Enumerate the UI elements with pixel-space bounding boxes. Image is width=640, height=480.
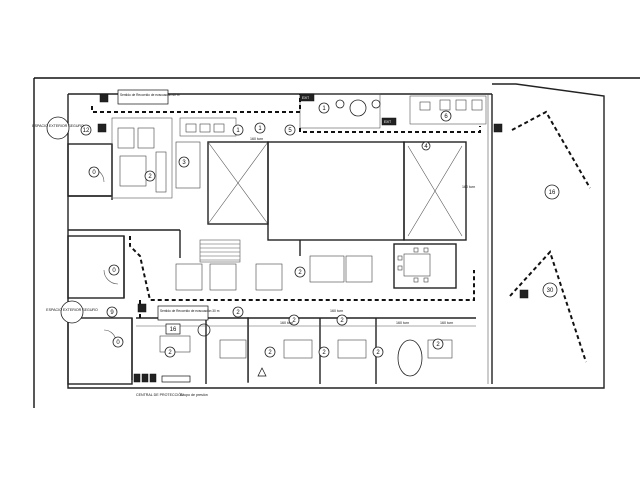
svg-text:16: 16	[170, 327, 177, 333]
svg-text:2: 2	[376, 350, 380, 356]
zone-marker-1a: 1	[232, 124, 244, 136]
zone-marker-2d: 2	[288, 314, 300, 326]
zone-marker-2j: 2	[164, 346, 176, 358]
central-core	[179, 141, 467, 263]
svg-text:160 turn: 160 turn	[280, 321, 293, 325]
zone-marker-4: 4	[421, 141, 431, 151]
zone-marker-2a: 2	[144, 170, 156, 182]
svg-text:1: 1	[258, 126, 262, 132]
route-lower	[129, 236, 475, 301]
svg-text:0: 0	[116, 340, 120, 346]
svg-text:6: 6	[444, 114, 448, 120]
route-top-right	[299, 126, 481, 133]
exit-signs: EXIT EXIT	[97, 93, 529, 313]
zone-marker-16: 16	[165, 323, 181, 335]
svg-text:160 turn: 160 turn	[250, 137, 263, 141]
legend-note: CENTRAL DE PROTECCIÓN	[136, 392, 184, 397]
zone-marker-30b: 30	[542, 282, 558, 298]
zone-marker-1b: 1	[254, 122, 266, 134]
zone-marker-2i: 2	[432, 338, 444, 350]
route-notes: Sentido de Recorrido de evacuación 40 m …	[117, 89, 220, 321]
svg-text:1: 1	[322, 106, 326, 112]
svg-text:2: 2	[436, 342, 440, 348]
svg-text:160 turn: 160 turn	[396, 321, 409, 325]
svg-text:2: 2	[292, 318, 296, 324]
svg-text:2: 2	[298, 270, 302, 276]
zone-marker-6: 6	[440, 110, 452, 122]
zone-marker-0c: 0	[112, 336, 124, 348]
svg-text:3: 3	[182, 160, 186, 166]
zone-marker-2g: 2	[318, 346, 330, 358]
meeting-room	[393, 243, 457, 289]
office-area	[136, 255, 476, 384]
side-note-top: ESPACIO EXTERIOR SEGURO	[32, 124, 84, 128]
zone-marker-2h: 2	[372, 346, 384, 358]
zone-marker-9: 9	[106, 306, 118, 318]
svg-text:12: 12	[83, 128, 90, 134]
zone-marker-0a: 0	[88, 166, 100, 178]
svg-text:2: 2	[268, 350, 272, 356]
route-diagonal-mid	[509, 250, 587, 363]
bottom-legend: CENTRAL DE PROTECCIÓN Grupo de presión	[133, 367, 267, 397]
zone-marker-2e: 2	[336, 314, 348, 326]
zone-marker-2b: 2	[232, 306, 244, 318]
distance-labels: 160 turn 160 turn 160 turn 160 turn 160 …	[250, 137, 475, 325]
zone-marker-0b: 0	[108, 264, 120, 276]
svg-text:2: 2	[340, 318, 344, 324]
exit-sign-b: EXIT	[384, 120, 391, 124]
side-notes: ESPACIO EXTERIOR SEGURO ESPACIO EXTERIOR…	[32, 116, 98, 324]
extinguisher-note: Grupo de presión	[180, 393, 208, 397]
svg-text:1: 1	[236, 128, 240, 134]
svg-text:5: 5	[288, 128, 292, 134]
svg-text:2: 2	[236, 310, 240, 316]
svg-text:2: 2	[168, 350, 172, 356]
zone-marker-12: 12	[80, 124, 92, 136]
svg-text:0: 0	[112, 268, 116, 274]
zone-marker-3: 3	[178, 156, 190, 168]
svg-text:16: 16	[549, 190, 556, 196]
svg-text:160 turn: 160 turn	[440, 321, 453, 325]
side-note-bottom: ESPACIO EXTERIOR SEGURO	[46, 308, 98, 312]
svg-text:160 turn: 160 turn	[330, 309, 343, 313]
route-diagonal-upper	[511, 110, 591, 189]
route-note-bottom: Sentido de Recorrido de evacuación 30 m	[160, 309, 220, 313]
exit-sign-a: EXIT	[302, 96, 309, 100]
route-note-top: Sentido de Recorrido de evacuación 40 m	[120, 93, 180, 97]
zone-marker-2c: 2	[294, 266, 306, 278]
zone-marker-5: 5	[284, 124, 296, 136]
svg-text:30: 30	[547, 288, 554, 294]
svg-text:2: 2	[322, 350, 326, 356]
svg-text:9: 9	[110, 310, 114, 316]
svg-text:160 turn: 160 turn	[462, 185, 475, 189]
svg-text:0: 0	[92, 170, 96, 176]
zone-markers: 0 0 0 2 3 1 1 5 1 6 16 30 2 2 2 2 2 2 2 …	[80, 102, 560, 358]
svg-text:4: 4	[424, 144, 428, 150]
route-top	[91, 94, 301, 113]
zone-marker-2f: 2	[264, 346, 276, 358]
svg-text:2: 2	[148, 174, 152, 180]
zone-marker-30a: 16	[544, 184, 560, 200]
zone-marker-1c: 1	[318, 102, 330, 114]
drawing-frame	[33, 77, 640, 408]
